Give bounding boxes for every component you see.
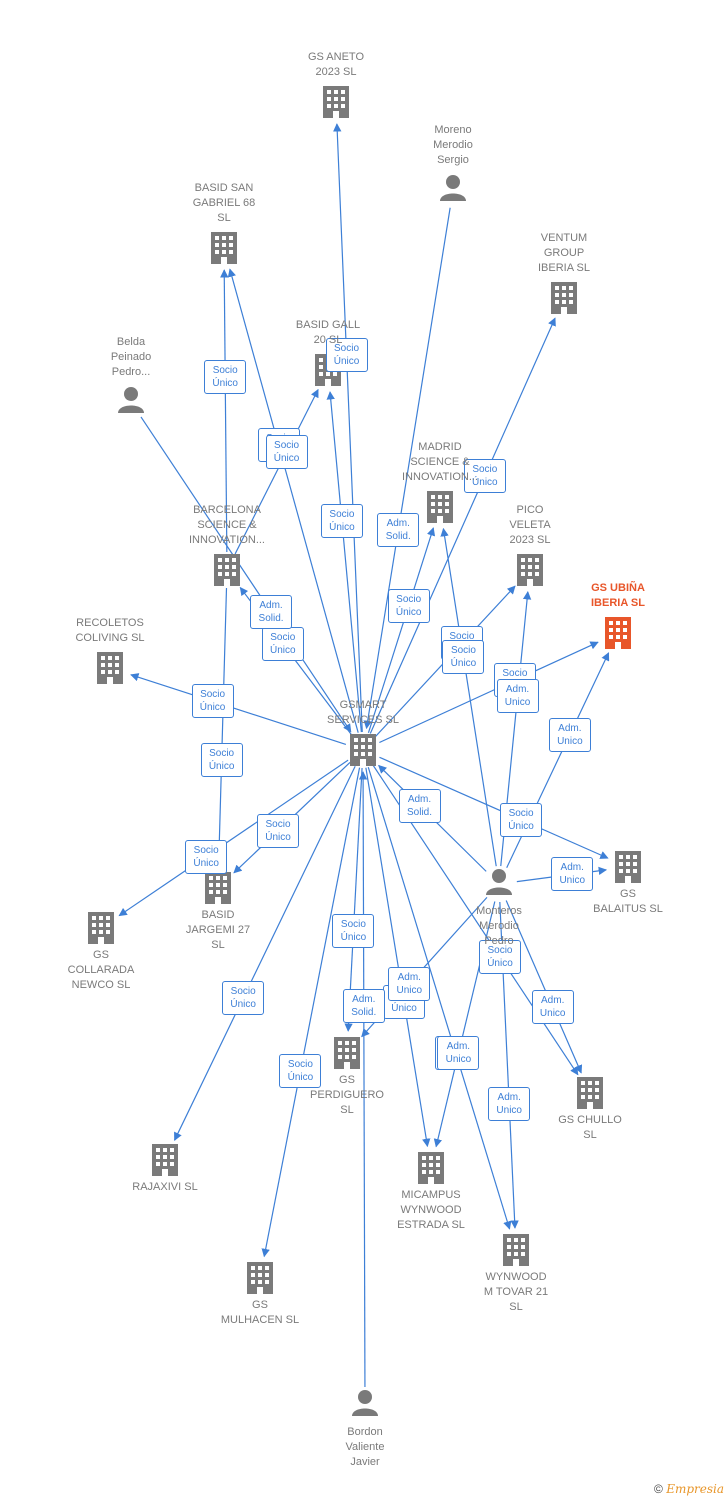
- node-label-ubina[interactable]: GS UBIÑA IBERIA SL: [591, 582, 645, 609]
- node-label-gsmart[interactable]: GSMART SERVICES SL: [327, 699, 399, 726]
- node-label-belda[interactable]: Belda Peinado Pedro...: [110, 336, 152, 378]
- edge-label-gsmart-to-jargemi[interactable]: Socio Único: [257, 813, 300, 848]
- edge-barcelona-to-bgall: [234, 388, 319, 555]
- edge-label-gsmart-to-aneto[interactable]: Socio Único: [325, 338, 368, 373]
- building-icon-gsmart[interactable]: [350, 734, 376, 766]
- node-label-bordon[interactable]: Bordon Valiente Javier: [345, 1426, 385, 1468]
- node-label-pedro[interactable]: Monteros Merodio Pedro: [476, 905, 522, 947]
- node-label-aneto[interactable]: GS ANETO 2023 SL: [307, 51, 365, 78]
- edge-label-pedro-to-gsmart[interactable]: Adm. Solid.: [398, 788, 441, 823]
- edge-label-gsmart-to-madrid[interactable]: Socio Único: [387, 588, 430, 623]
- node-label-barcelona[interactable]: BARCELONA SCIENCE & INNOVATION...: [189, 504, 265, 546]
- building-icon-aneto[interactable]: [323, 86, 349, 118]
- node-label-ventum[interactable]: VENTUM GROUP IBERIA SL: [538, 232, 590, 274]
- edge-label-pedro-to-ubina[interactable]: Adm. Unico: [548, 717, 591, 752]
- node-label-moreno[interactable]: Moreno Merodio Sergio: [433, 124, 473, 166]
- edge-label-barcelona-to-jargemi[interactable]: Socio Único: [200, 743, 243, 778]
- edge-gsmart-to-perdiguero: [344, 767, 363, 1032]
- building-icon-pico[interactable]: [517, 554, 543, 586]
- node-label-bgall[interactable]: BASID GALL 20 SL: [295, 319, 361, 346]
- edge-label-pedro-to-madrid[interactable]: Socio Único: [442, 639, 485, 674]
- building-icon-balaitus[interactable]: [615, 851, 641, 883]
- node-label-chullo[interactable]: GS CHULLO SL: [558, 1114, 622, 1141]
- edge-gsmart-to-ubina: [379, 641, 599, 744]
- building-icon-jargemi[interactable]: [205, 872, 231, 904]
- building-icon-micampus[interactable]: [418, 1152, 444, 1184]
- edge-moreno-to-gsmart: [363, 207, 451, 730]
- building-icon-mulhacen[interactable]: [247, 1262, 273, 1294]
- node-label-micampus[interactable]: MICAMPUS WYNWOOD ESTRADA SL: [397, 1189, 465, 1231]
- node-label-bsg68[interactable]: BASID SAN GABRIEL 68 SL: [192, 182, 256, 224]
- edge-label-gsmart-to-mulhacen[interactable]: Socio Único: [279, 1053, 322, 1088]
- node-label-madrid[interactable]: MADRID SCIENCE & INNOVATION...: [402, 441, 478, 483]
- edge-label-moreno-to-gsmart[interactable]: Adm. Solid.: [377, 513, 420, 548]
- node-label-mulhacen[interactable]: GS MULHACEN SL: [220, 1299, 300, 1326]
- edge-gsmart-to-mulhacen: [261, 767, 361, 1258]
- edge-label-gsmart-to-bgall[interactable]: Socio Único: [320, 504, 363, 539]
- building-icon-recoletos[interactable]: [97, 652, 123, 684]
- edge-pedro-to-madrid: [440, 527, 497, 867]
- edge-label-pedro-to-chullo[interactable]: Adm. Unico: [531, 990, 574, 1025]
- building-icon-rajaxivi[interactable]: [152, 1144, 178, 1176]
- edge-label-barcelona-to-bsg68[interactable]: Socio Único: [204, 360, 247, 395]
- building-icon-ubina[interactable]: [605, 617, 631, 649]
- edge-pedro-to-chullo: [505, 900, 583, 1074]
- edge-gsmart-to-bgall: [326, 391, 362, 733]
- edge-label-belda-to-gsmart[interactable]: Adm. Solid.: [250, 595, 293, 630]
- person-icon-bordon[interactable]: [352, 1390, 378, 1416]
- person-icon-pedro[interactable]: [486, 869, 512, 895]
- building-icon-bsg68[interactable]: [211, 232, 237, 264]
- node-label-collarada[interactable]: GS COLLARADA NEWCO SL: [67, 949, 135, 991]
- edge-gsmart-to-aneto: [333, 123, 363, 733]
- edge-label-gsmart-to-ventum[interactable]: Socio Único: [463, 458, 506, 493]
- edge-label-pedro-to-tovar[interactable]: Adm. Unico: [488, 1087, 531, 1122]
- node-label-recoletos[interactable]: RECOLETOS COLIVING SL: [75, 617, 145, 644]
- edge-belda-to-gsmart: [140, 416, 352, 733]
- edge-gsmart-to-madrid: [367, 527, 436, 734]
- node-label-perdiguero[interactable]: GS PERDIGUERO SL: [310, 1074, 384, 1116]
- building-icon-collarada[interactable]: [88, 912, 114, 944]
- edge-label-pedro-to-micampus[interactable]: Adm. Unico: [437, 1036, 480, 1071]
- edge-gsmart-to-bsg68: [227, 268, 359, 733]
- edge-label-gsmart-to-perdiguero[interactable]: Socio Único: [332, 914, 375, 949]
- node-label-pico[interactable]: PICO VELETA 2023 SL: [509, 504, 551, 546]
- person-icon-belda[interactable]: [118, 387, 144, 413]
- person-icon-moreno[interactable]: [440, 175, 466, 201]
- edge-label-gsmart-to-rajaxivi[interactable]: Socio Único: [222, 981, 265, 1016]
- node-label-jargemi[interactable]: BASID JARGEMI 27 SL: [185, 909, 251, 951]
- edge-barcelona-to-jargemi: [214, 587, 228, 867]
- node-label-tovar[interactable]: WYNWOOD M TOVAR 21 SL: [483, 1271, 549, 1313]
- edge-barcelona-to-bsg68: [220, 269, 229, 553]
- edge-label-pedro-to-perdiguero[interactable]: Adm. Unico: [388, 966, 431, 1001]
- edge-gsmart-to-micampus: [365, 767, 431, 1148]
- building-icon-ventum[interactable]: [551, 282, 577, 314]
- node-label-balaitus[interactable]: GS BALAITUS SL: [593, 888, 663, 915]
- footer-brand[interactable]: © Empresia: [654, 1482, 724, 1496]
- edge-gsmart-to-balaitus: [379, 756, 609, 859]
- building-icon-barcelona[interactable]: [214, 554, 240, 586]
- brand-logo: Empresia: [666, 1482, 724, 1496]
- edge-label-gsmart-to-chullo[interactable]: Socio Único: [478, 939, 521, 974]
- edge-label-bordon-to-gsmart[interactable]: Adm. Solid.: [342, 988, 385, 1023]
- edge-label-gsmart-to-balaitus[interactable]: Socio Único: [500, 802, 543, 837]
- edge-label-barcelona-to-bgall[interactable]: Socio Único: [265, 435, 308, 470]
- edge-label-pedro-to-balaitus[interactable]: Adm. Unico: [551, 857, 594, 892]
- edge-gsmart-to-rajaxivi: [174, 765, 356, 1141]
- building-icon-madrid[interactable]: [427, 491, 453, 523]
- edge-label-gsmart-to-recoletos[interactable]: Socio Único: [191, 684, 234, 719]
- edge-bordon-to-gsmart: [358, 771, 368, 1388]
- edge-gsmart-to-ventum: [369, 317, 556, 734]
- node-label-rajaxivi[interactable]: RAJAXIVI SL: [132, 1181, 198, 1193]
- edge-label-gsmart-to-collarada[interactable]: Socio Único: [185, 839, 228, 874]
- building-icon-perdiguero[interactable]: [334, 1037, 360, 1069]
- edge-label-pedro-to-pico[interactable]: Adm. Unico: [496, 679, 539, 714]
- copyright-icon: ©: [654, 1482, 663, 1496]
- building-icon-chullo[interactable]: [577, 1077, 603, 1109]
- edge-label-gsmart-to-barcelona[interactable]: Socio Único: [261, 626, 304, 661]
- building-icon-tovar[interactable]: [503, 1234, 529, 1266]
- edge-gsmart-to-recoletos: [130, 673, 347, 746]
- edge-gsmart-to-tovar: [367, 767, 512, 1230]
- edge-gsmart-to-collarada: [118, 759, 349, 917]
